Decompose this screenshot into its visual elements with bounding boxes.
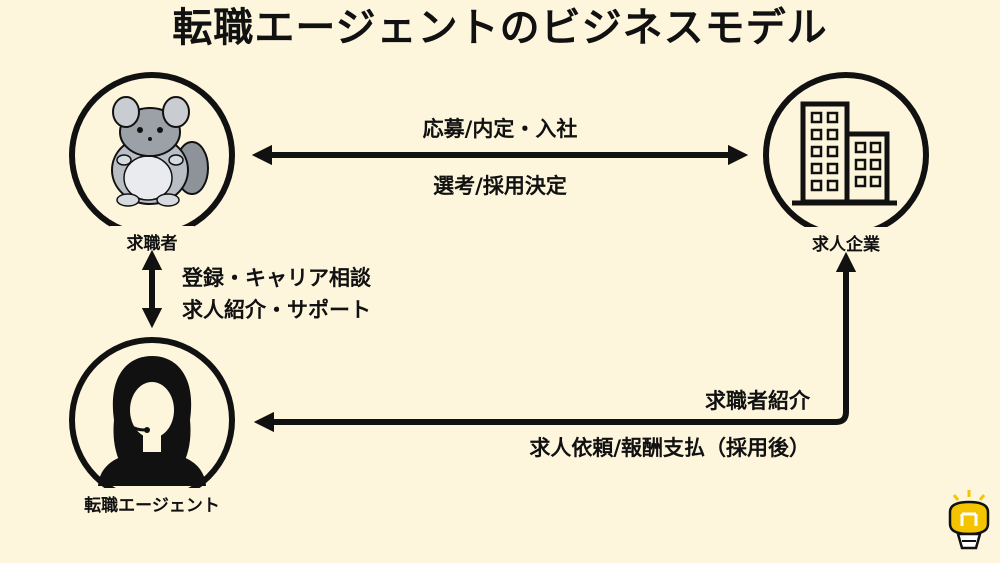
company-label: 求人企業 (812, 235, 880, 255)
agent-label: 転職エージェント (84, 496, 220, 516)
agent-headset-icon (98, 356, 206, 486)
chinchilla-icon (111, 96, 209, 207)
company-agent-top-label: 求職者紹介 (705, 389, 810, 413)
lightbulb-logo-icon (948, 490, 990, 550)
job-seeker-label: 求職者 (126, 234, 178, 254)
job-seeker-node (69, 72, 235, 252)
seeker-agent-label-line1: 登録・キャリア相談 (182, 266, 371, 290)
agent-label-backing (60, 488, 246, 516)
arrow-company-agent (253, 251, 857, 433)
agent-node (60, 337, 246, 516)
seeker-agent-label-line2: 求人紹介・サポート (182, 298, 371, 322)
company-node (763, 72, 929, 253)
office-building-icon (792, 101, 897, 206)
company-agent-bottom-label: 求人依頼/報酬支払（採用後） (529, 436, 810, 460)
seeker-company-top-label: 応募/内定・入社 (422, 117, 578, 141)
company-label-backing (796, 227, 896, 253)
job-seeker-label-backing (110, 226, 194, 252)
seeker-company-bottom-label: 選考/採用決定 (433, 174, 567, 198)
page-title: 転職エージェントのビジネスモデル (172, 5, 828, 51)
